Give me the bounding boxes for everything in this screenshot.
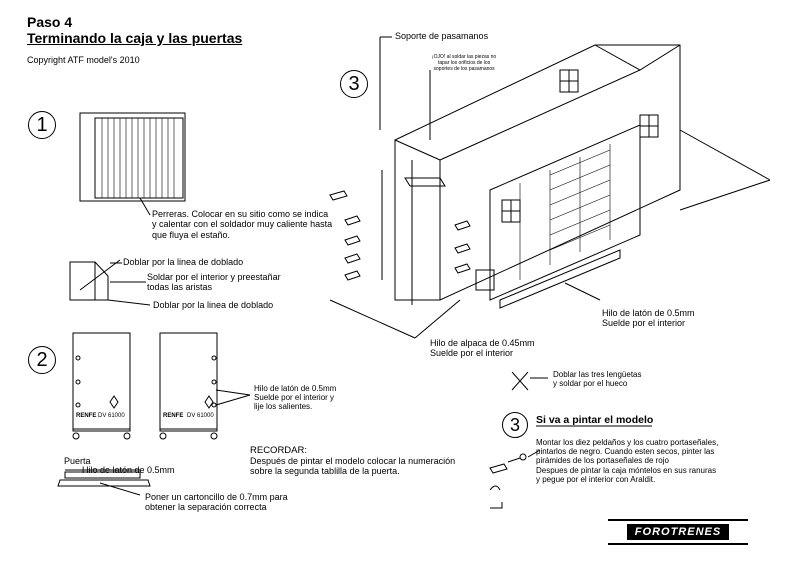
page-title: Terminando la caja y las puertas [27,30,243,46]
carton-note: Poner un cartoncillo de 0.7mm para obten… [145,492,288,513]
door-side-drawing [57,469,151,496]
step-1-badge: 1 [28,111,56,139]
step-1-number: 1 [36,113,48,136]
hilo-laton-side-note: Hilo de latón de 0.5mm Suelde por el int… [602,308,695,329]
wagon-body-drawing [394,44,771,309]
door-left-drawing [72,332,131,440]
soldar-note: Soldar por el interior y preestañar toda… [147,272,281,293]
copyright: Copyright ATF model's 2010 [27,55,140,65]
step-3-badge: 3 [340,70,368,98]
step-3-number: 3 [348,72,360,95]
plate-right: RENFE [163,413,184,419]
paint-title: Si va a pintar el modelo [536,414,654,426]
forotrenes-logo: FOROTRENES [608,519,748,545]
handrail-parts-drawing [329,36,471,339]
paint-parts-drawing [489,449,541,509]
step-3b-number: 3 [509,414,520,435]
tab-bend-drawing [511,371,548,391]
step-2-badge: 2 [28,346,56,374]
door-right-drawing [159,332,251,440]
plate-left-num: DV 61000 [98,413,125,419]
step-label: Paso 4 [27,14,73,30]
logo-text: FOROTRENES [626,524,730,540]
recordar-text: Después de pintar el modelo colocar la n… [250,456,456,477]
puerta-label: Puerta [64,456,91,466]
plate-left: RENFE [76,413,97,419]
perrera-grille-drawing [79,112,186,216]
hilo-alpaca-note: Hilo de alpaca de 0.45mm Suelde por el i… [430,338,535,359]
perreras-note: Perreras. Colocar en su sitio como se in… [152,209,333,240]
doblar-note-2: Doblar por la linea de doblado [153,300,274,310]
lenguetas-note: Doblar las tres lengüetas y soldar por e… [553,370,642,389]
hilo-laton-note: Hilo de latón de 0.5mm Suelde por el int… [254,384,337,412]
hilo-puerta-label: Hilo de latón de 0.5mm [82,465,175,475]
plate-right-num: DV 61000 [187,413,214,419]
ojo-note: ¡OJO! al soldar las piezas no tapar los … [432,54,497,72]
bracket-drawing [69,259,151,306]
recordar-title: RECORDAR: [250,445,308,456]
soporte-label: Soporte de pasamanos [395,31,489,41]
step-3b-badge: 3 [502,412,528,438]
step-2-number: 2 [36,348,48,371]
doblar-note-1: Doblar por la linea de doblado [123,257,244,267]
paint-text: Montar los diez peldaños y los cuatro po… [536,438,719,484]
